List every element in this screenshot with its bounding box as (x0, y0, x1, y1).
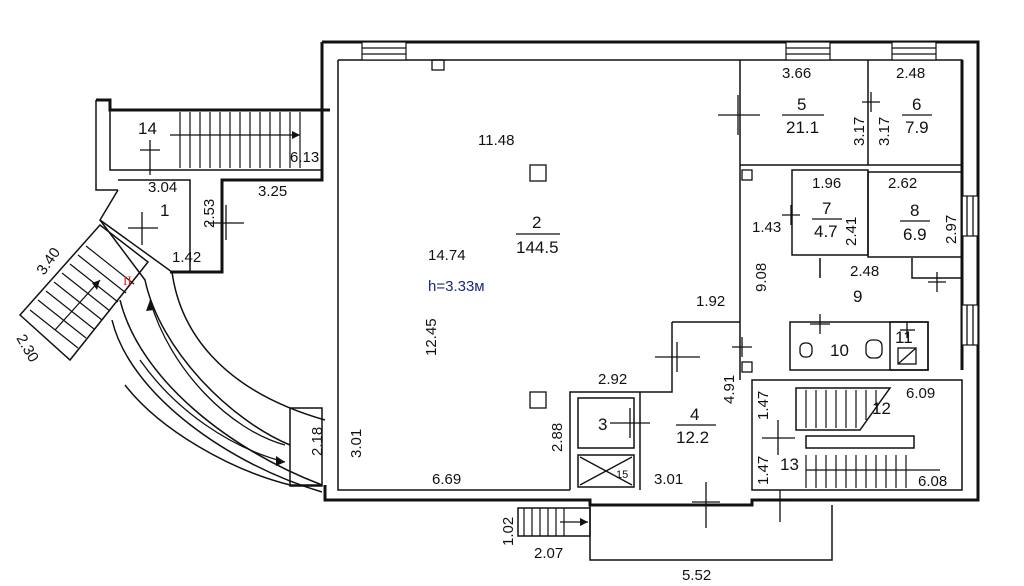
room-8-area: 6.9 (903, 225, 927, 244)
room-2-area: 144.5 (516, 238, 559, 257)
porch-stair (517, 507, 591, 537)
dim-11-48: 11.48 (478, 132, 514, 149)
dim-6-69: 6.69 (432, 471, 461, 488)
dim-3-25: 3.25 (258, 183, 287, 200)
dim-6-09: 6.09 (906, 385, 935, 402)
dim-2-48-top: 2.48 (896, 65, 925, 82)
windows-right (961, 195, 979, 346)
dim-2-92: 2.92 (598, 371, 627, 388)
stairs-12-13 (795, 387, 940, 488)
room-11-number: 11 (895, 328, 913, 347)
dim-2-41: 2.41 (843, 217, 860, 246)
cross-marks (128, 92, 946, 528)
room-6-area: 7.9 (905, 118, 929, 137)
dim-3-17-a: 3.17 (851, 117, 868, 146)
dim-9-08: 9.08 (753, 263, 770, 292)
room-6-number: 6 (912, 95, 921, 114)
dim-3-01-bottom: 3.01 (654, 471, 683, 488)
dim-2-97: 2.97 (943, 215, 960, 244)
dim-2-88: 2.88 (549, 423, 566, 452)
dim-2-18: 2.18 (309, 427, 326, 456)
room-5-number: 5 (797, 95, 806, 114)
room-15-number: 15 (616, 469, 628, 481)
room-8-number: 8 (910, 201, 919, 220)
dimension-labels: 11.48 14.74 12.45 6.69 3.01 3.01 2.18 2.… (13, 65, 960, 584)
room-7-area: 4.7 (814, 222, 838, 241)
dim-1-96: 1.96 (812, 175, 841, 192)
dim-3-01-left: 3.01 (348, 429, 365, 458)
dim-3-66: 3.66 (782, 65, 811, 82)
room-7-number: 7 (822, 199, 831, 218)
dim-14-74: 14.74 (428, 247, 466, 264)
dim-1-47-b: 1.47 (755, 456, 772, 485)
dim-1-92: 1.92 (696, 293, 725, 310)
room-labels: 1 2 144.5 3 4 12.2 5 21.1 6 7.9 7 4.7 8 … (123, 95, 932, 481)
dim-1-42: 1.42 (172, 249, 201, 266)
windows-top (361, 41, 937, 61)
dim-2-30: 2.30 (13, 332, 42, 366)
curved-ramp (99, 189, 326, 493)
dim-6-08: 6.08 (918, 473, 947, 490)
dim-5-52: 5.52 (682, 567, 711, 584)
dim-2-62: 2.62 (888, 175, 917, 192)
room-12-number: 12 (872, 399, 891, 418)
left-outside-stair (18, 223, 150, 362)
dim-3-40: 3.40 (33, 245, 64, 279)
room-9-number: 9 (853, 287, 862, 306)
dim-1-47-a: 1.47 (755, 391, 772, 420)
dim-12-45: 12.45 (423, 318, 440, 356)
dim-2-07: 2.07 (534, 545, 563, 562)
dim-3-04: 3.04 (148, 179, 177, 196)
room-2-number: 2 (532, 213, 541, 232)
room-14-number: 14 (138, 119, 157, 138)
dim-3-17-b: 3.17 (876, 117, 893, 146)
ceiling-height: h=3.33м (428, 278, 485, 295)
left-wing (95, 98, 324, 274)
room-13-number: 13 (780, 455, 799, 474)
dim-4-91: 4.91 (721, 375, 738, 404)
dim-2-48-mid: 2.48 (850, 263, 879, 280)
room-3-number: 3 (598, 415, 607, 434)
dim-6-13: 6.13 (290, 149, 319, 166)
room-4-number: 4 (690, 405, 699, 424)
room-1-number: 1 (160, 201, 169, 220)
dim-2-53: 2.53 (201, 199, 218, 228)
room-5-area: 21.1 (786, 118, 819, 137)
dim-1-43: 1.43 (752, 219, 781, 236)
room-10-number: 10 (830, 341, 849, 360)
dim-1-02: 1.02 (500, 517, 517, 546)
roman-numeral-mark: II (123, 273, 132, 288)
room-4-area: 12.2 (676, 428, 709, 447)
